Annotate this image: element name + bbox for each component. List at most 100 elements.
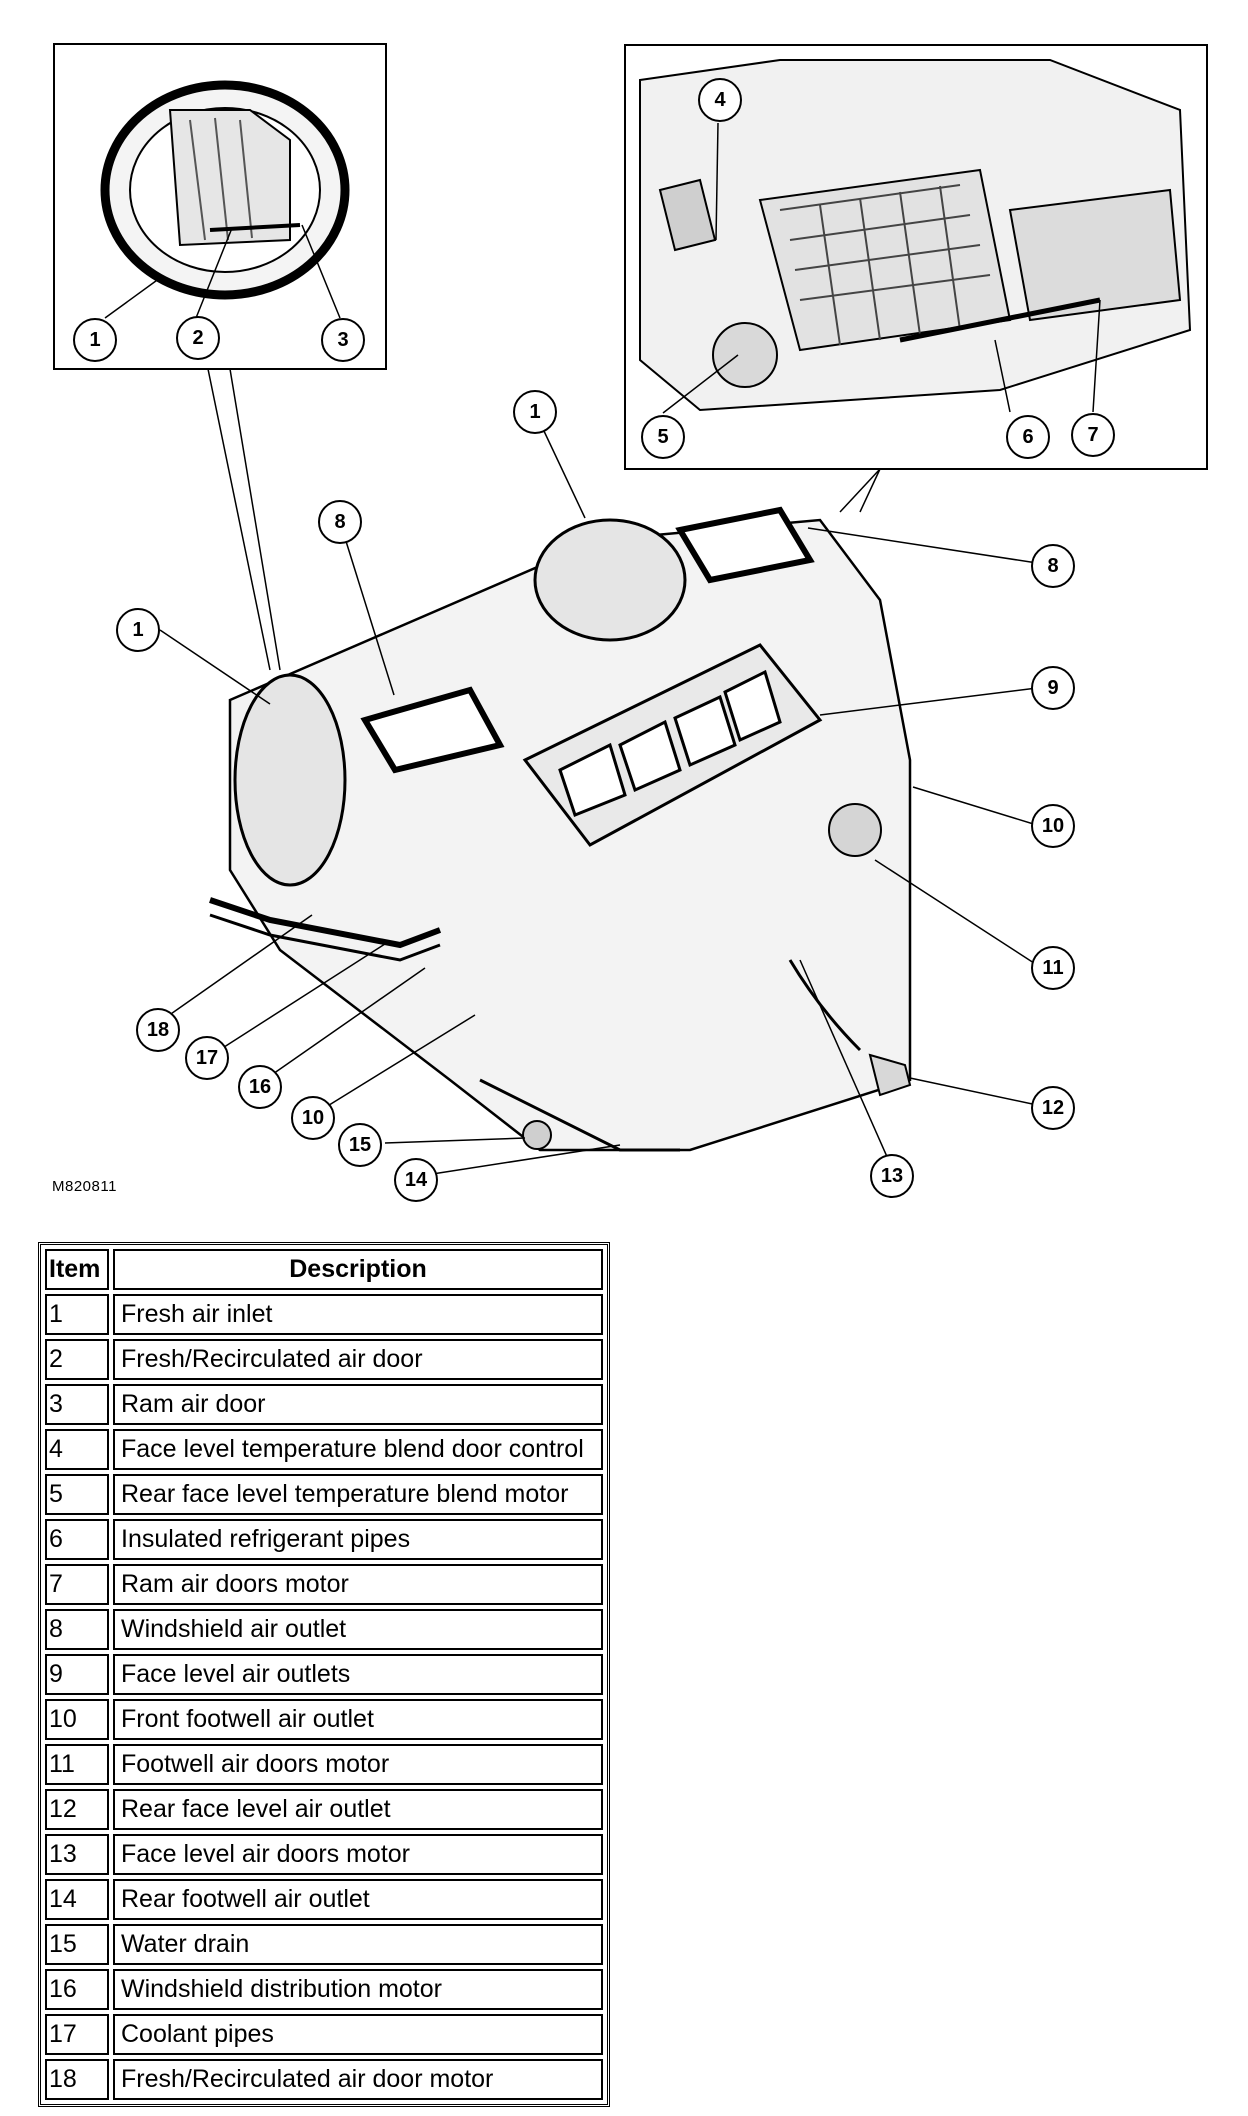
- callout-bubble: 8: [318, 500, 362, 544]
- callout-number: 2: [192, 327, 203, 349]
- callout-number: 6: [1022, 426, 1033, 448]
- callout-bubble: 14: [394, 1158, 438, 1202]
- legend-header-row: Item Description: [45, 1249, 603, 1290]
- legend-item-number: 17: [45, 2014, 109, 2055]
- legend-item-number: 1: [45, 1294, 109, 1335]
- callout-bubble: 1: [513, 390, 557, 434]
- callout-number: 11: [1042, 957, 1063, 979]
- legend-item-number: 3: [45, 1384, 109, 1425]
- legend-item-description: Fresh/Recirculated air door: [113, 1339, 603, 1380]
- legend-item-number: 7: [45, 1564, 109, 1605]
- callout-bubble: 1: [73, 318, 117, 362]
- legend-item-number: 6: [45, 1519, 109, 1560]
- callout-bubble: 3: [321, 318, 365, 362]
- callout-bubble: 10: [1031, 804, 1075, 848]
- callout-bubble: 1: [116, 608, 160, 652]
- legend-item-description: Ram air door: [113, 1384, 603, 1425]
- callout-number: 10: [1042, 815, 1064, 837]
- callout-number: 3: [337, 329, 348, 351]
- legend-item-number: 4: [45, 1429, 109, 1470]
- legend-item-number: 12: [45, 1789, 109, 1830]
- callout-number: 9: [1047, 677, 1058, 699]
- legend-item-number: 2: [45, 1339, 109, 1380]
- callout-bubble: 15: [338, 1123, 382, 1167]
- callout-bubble: 16: [238, 1065, 282, 1109]
- legend-item-description: Front footwell air outlet: [113, 1699, 603, 1740]
- legend-item-description: Coolant pipes: [113, 2014, 603, 2055]
- callout-number: 15: [349, 1134, 371, 1156]
- legend-item-number: 13: [45, 1834, 109, 1875]
- callout-number: 1: [529, 401, 540, 423]
- legend-item-description: Footwell air doors motor: [113, 1744, 603, 1785]
- legend-item-description: Insulated refrigerant pipes: [113, 1519, 603, 1560]
- callout-bubble: 18: [136, 1008, 180, 1052]
- legend-item-description: Windshield air outlet: [113, 1609, 603, 1650]
- callout-bubble: 2: [176, 316, 220, 360]
- legend-item-number: 16: [45, 1969, 109, 2010]
- callout-number: 17: [196, 1047, 218, 1069]
- callout-number: 14: [405, 1169, 428, 1191]
- legend-item-description: Face level air doors motor: [113, 1834, 603, 1875]
- legend-item-number: 11: [45, 1744, 109, 1785]
- legend-item-description: Rear face level temperature blend motor: [113, 1474, 603, 1515]
- callout-bubble: 12: [1031, 1086, 1075, 1130]
- callout-bubble: 10: [291, 1096, 335, 1140]
- legend-item-description: Rear footwell air outlet: [113, 1879, 603, 1920]
- callout-number: 1: [89, 329, 100, 351]
- callout-bubble: 9: [1031, 666, 1075, 710]
- legend-item-number: 5: [45, 1474, 109, 1515]
- legend-item-number: 9: [45, 1654, 109, 1695]
- legend-header-item: Item: [45, 1249, 109, 1290]
- callout-bubble: 7: [1071, 413, 1115, 457]
- legend-item-description: Water drain: [113, 1924, 603, 1965]
- legend-item-description: Face level air outlets: [113, 1654, 603, 1695]
- main-hvac-unit: [209, 506, 912, 1152]
- callout-number: 4: [714, 89, 726, 111]
- figure-reference-code: M820811: [52, 1178, 117, 1195]
- leader-lines: [157, 411, 1041, 1176]
- callout-bubble: 17: [185, 1036, 229, 1080]
- legend-item-number: 14: [45, 1879, 109, 1920]
- callout-bubble: 5: [641, 415, 685, 459]
- callout-bubble: 13: [870, 1154, 914, 1198]
- legend-item-number: 8: [45, 1609, 109, 1650]
- callout-bubble: 4: [698, 78, 742, 122]
- callout-number: 8: [1047, 555, 1058, 577]
- legend-item-number: 15: [45, 1924, 109, 1965]
- callout-bubble: 8: [1031, 544, 1075, 588]
- callout-number: 8: [334, 511, 345, 533]
- callout-bubble: 11: [1031, 946, 1075, 990]
- legend-item-number: 18: [45, 2059, 109, 2100]
- legend-item-description: Rear face level air outlet: [113, 1789, 603, 1830]
- callout-number: 1: [132, 619, 143, 641]
- callout-bubble: 6: [1006, 415, 1050, 459]
- callout-number: 18: [147, 1019, 169, 1041]
- callout-number: 7: [1087, 424, 1098, 446]
- legend-item-description: Ram air doors motor: [113, 1564, 603, 1605]
- callout-number: 5: [657, 426, 668, 448]
- callout-number: 13: [881, 1165, 903, 1187]
- legend-item-number: 10: [45, 1699, 109, 1740]
- callout-number: 10: [302, 1107, 324, 1129]
